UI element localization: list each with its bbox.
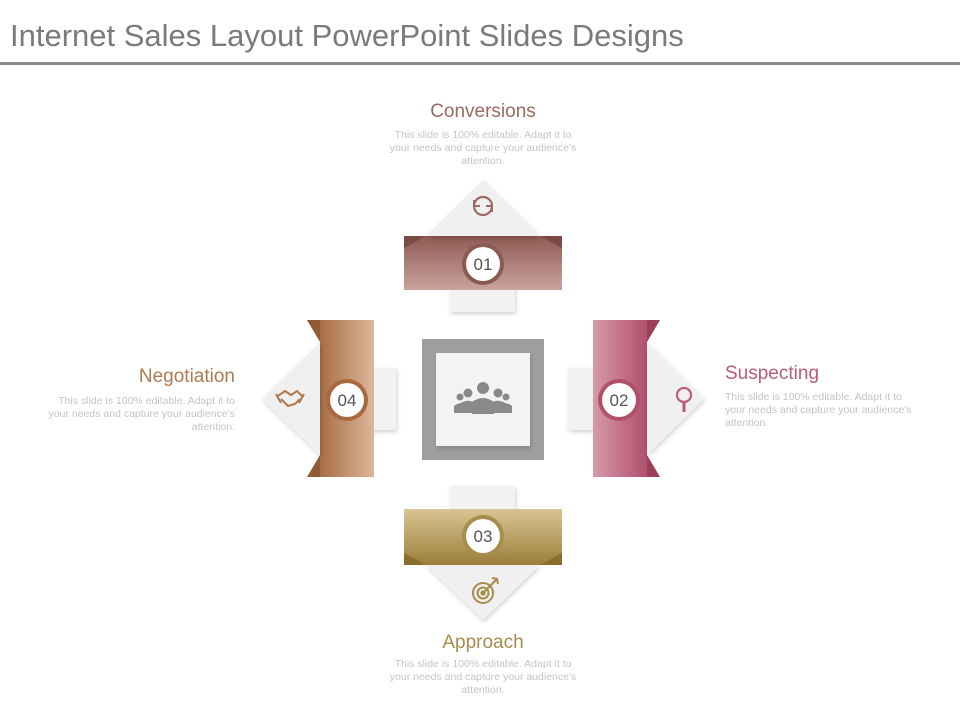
step-arm-right xyxy=(593,320,704,477)
title-divider xyxy=(0,62,960,65)
step-arm-bottom xyxy=(404,509,562,620)
step-description-negotiation: This slide is 100% editable. Adapt it to… xyxy=(48,395,235,433)
step-number-badge xyxy=(462,515,504,557)
step-heading-approach: Approach xyxy=(442,632,524,653)
step-number-03: 03 xyxy=(474,527,493,546)
step-number-01: 01 xyxy=(474,255,493,274)
step-arm-top xyxy=(404,180,562,290)
target-icon xyxy=(472,577,499,604)
step-number-04: 04 xyxy=(338,391,357,410)
step-description-suspecting: This slide is 100% editable. Adapt it to… xyxy=(725,391,912,429)
step-heading-negotiation: Negotiation xyxy=(138,366,235,387)
refresh-icon xyxy=(472,195,494,217)
step-heading-suspecting: Suspecting xyxy=(725,363,820,384)
step-description-approach: This slide is 100% editable. Adapt it to… xyxy=(389,658,577,696)
team-icon xyxy=(454,382,512,414)
magnifier-icon xyxy=(675,386,693,412)
step-heading-conversions: Conversions xyxy=(430,101,536,122)
handshake-icon xyxy=(275,389,305,408)
step-number-badge xyxy=(598,379,640,421)
center-box xyxy=(422,339,544,460)
slide-title: Internet Sales Layout PowerPoint Slides … xyxy=(10,18,684,53)
step-number-badge xyxy=(326,379,368,421)
step-arm-left xyxy=(262,320,374,477)
step-number-02: 02 xyxy=(610,391,629,410)
step-number-badge xyxy=(462,243,504,285)
step-description-conversions: This slide is 100% editable. Adapt it to… xyxy=(389,129,577,167)
